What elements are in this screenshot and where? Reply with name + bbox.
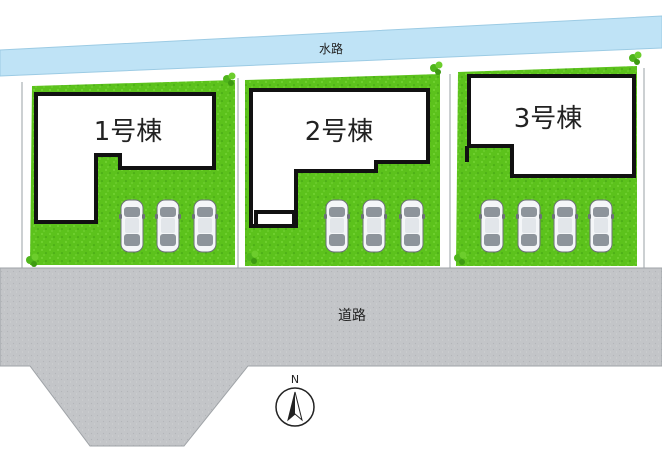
car-icon: [323, 199, 351, 253]
north-compass: N: [275, 373, 315, 427]
lot-1-parking: [118, 199, 219, 253]
road-label: 道路: [338, 308, 366, 324]
car-icon: [515, 199, 543, 253]
car-icon: [191, 199, 219, 253]
lot-2-label: 2号棟: [305, 117, 374, 147]
lot-1: 1号棟: [26, 72, 236, 267]
car-icon: [478, 199, 506, 253]
compass-north-label: N: [291, 373, 299, 386]
bush-icon: [430, 61, 443, 75]
lot-1-label: 1号棟: [94, 117, 163, 147]
lot-2-parking: [323, 199, 426, 253]
car-icon: [360, 199, 388, 253]
car-icon: [154, 199, 182, 253]
lot-1-building: [34, 92, 216, 224]
bush-icon: [629, 51, 642, 65]
road: 道路: [0, 267, 662, 447]
waterway-label: 水路: [319, 41, 343, 56]
car-icon: [118, 199, 146, 253]
waterway: 水路: [0, 15, 662, 77]
lot-boundaries: [21, 68, 645, 268]
lot-3-label: 3号棟: [514, 104, 583, 134]
lot-3: 3号棟: [430, 51, 642, 266]
car-icon: [551, 199, 579, 253]
car-icon: [398, 199, 426, 253]
lot-2-building: [249, 88, 430, 228]
lot-2-carport-posts: [254, 210, 296, 226]
lot-2: 2号棟: [245, 74, 440, 266]
car-icon: [587, 199, 615, 253]
